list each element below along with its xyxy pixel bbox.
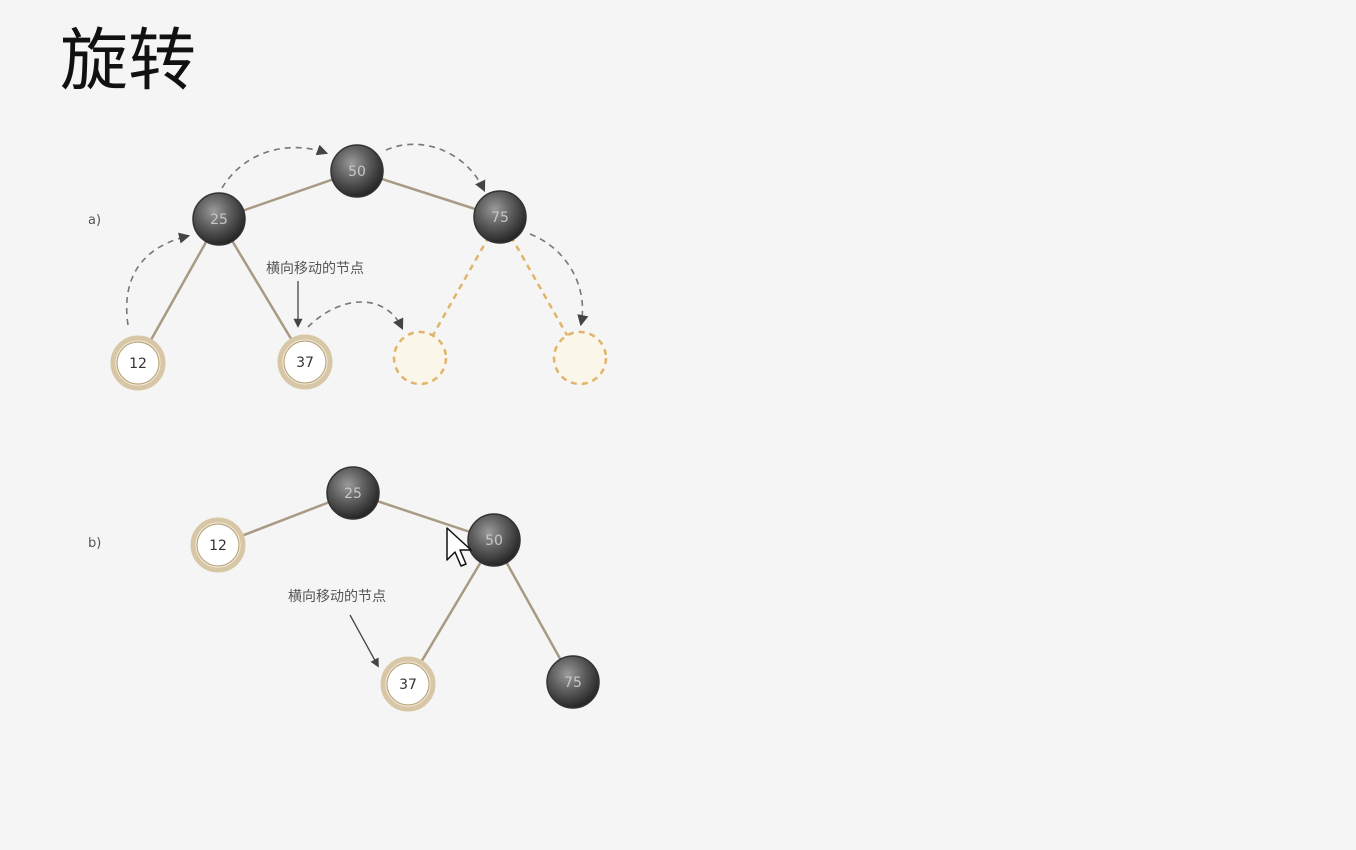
motion-arrow-25-up — [221, 144, 329, 189]
diagram-b-label: b) — [88, 536, 101, 551]
node-a-25: 25 — [192, 192, 246, 246]
edge-25-37 — [217, 218, 307, 363]
slide-title: 旋转 — [60, 22, 197, 101]
diagram-b-annotation-arrow — [349, 614, 379, 668]
svg-text:75: 75 — [564, 675, 582, 691]
node-b-25: 25 — [326, 466, 380, 520]
node-b-50: 50 — [467, 513, 521, 567]
diagram-a-label: a) — [88, 213, 101, 228]
svg-text:50: 50 — [348, 164, 366, 180]
svg-text:37: 37 — [399, 677, 417, 693]
diagram-a: a) 横向移动的节点 50 25 75 — [88, 143, 608, 391]
node-b-12: 12 — [190, 517, 246, 573]
motion-arrow-12-up — [125, 232, 191, 326]
diagram-b-annotation: 横向移动的节点 — [288, 589, 386, 605]
motion-arrow-50-down — [385, 143, 486, 193]
svg-text:12: 12 — [209, 538, 227, 554]
node-b-37: 37 — [380, 656, 436, 712]
node-a-37: 37 — [277, 334, 333, 390]
svg-text:50: 50 — [485, 533, 503, 549]
ghost-node-right — [552, 330, 608, 386]
motion-arrow-75-down — [529, 233, 589, 327]
edge-50-37 — [406, 539, 496, 685]
svg-text:25: 25 — [344, 486, 362, 502]
diagram-b: b) 横向移动的节点 25 50 75 12 37 — [88, 466, 600, 712]
edge-25-12 — [136, 218, 221, 364]
mouse-cursor-icon — [446, 527, 472, 567]
diagram-a-annotation: 横向移动的节点 — [266, 261, 364, 277]
node-a-50: 50 — [330, 144, 384, 198]
svg-text:75: 75 — [491, 210, 509, 226]
ghost-edge-right — [498, 216, 582, 359]
svg-text:37: 37 — [296, 355, 314, 371]
node-b-75: 75 — [546, 655, 600, 709]
edge-50-75 — [492, 539, 575, 683]
node-a-75: 75 — [473, 190, 527, 244]
motion-arrow-37-across — [307, 301, 404, 331]
node-a-12: 12 — [110, 335, 166, 391]
svg-text:12: 12 — [129, 356, 147, 372]
ghost-node-left — [392, 330, 448, 386]
svg-text:25: 25 — [210, 212, 228, 228]
